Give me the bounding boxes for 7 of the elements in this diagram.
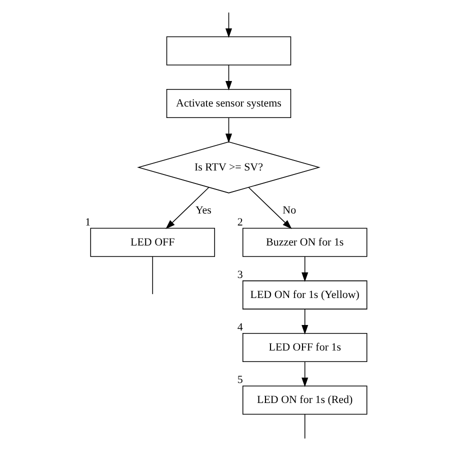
node-label: 2 (236, 216, 242, 228)
edge-label: No (282, 204, 296, 216)
node-label: 1 (84, 216, 90, 228)
edge-label: Yes (194, 204, 211, 216)
node-label: 5 (236, 374, 242, 386)
node-label: 3 (236, 268, 242, 281)
node-label: 4 (236, 321, 242, 334)
